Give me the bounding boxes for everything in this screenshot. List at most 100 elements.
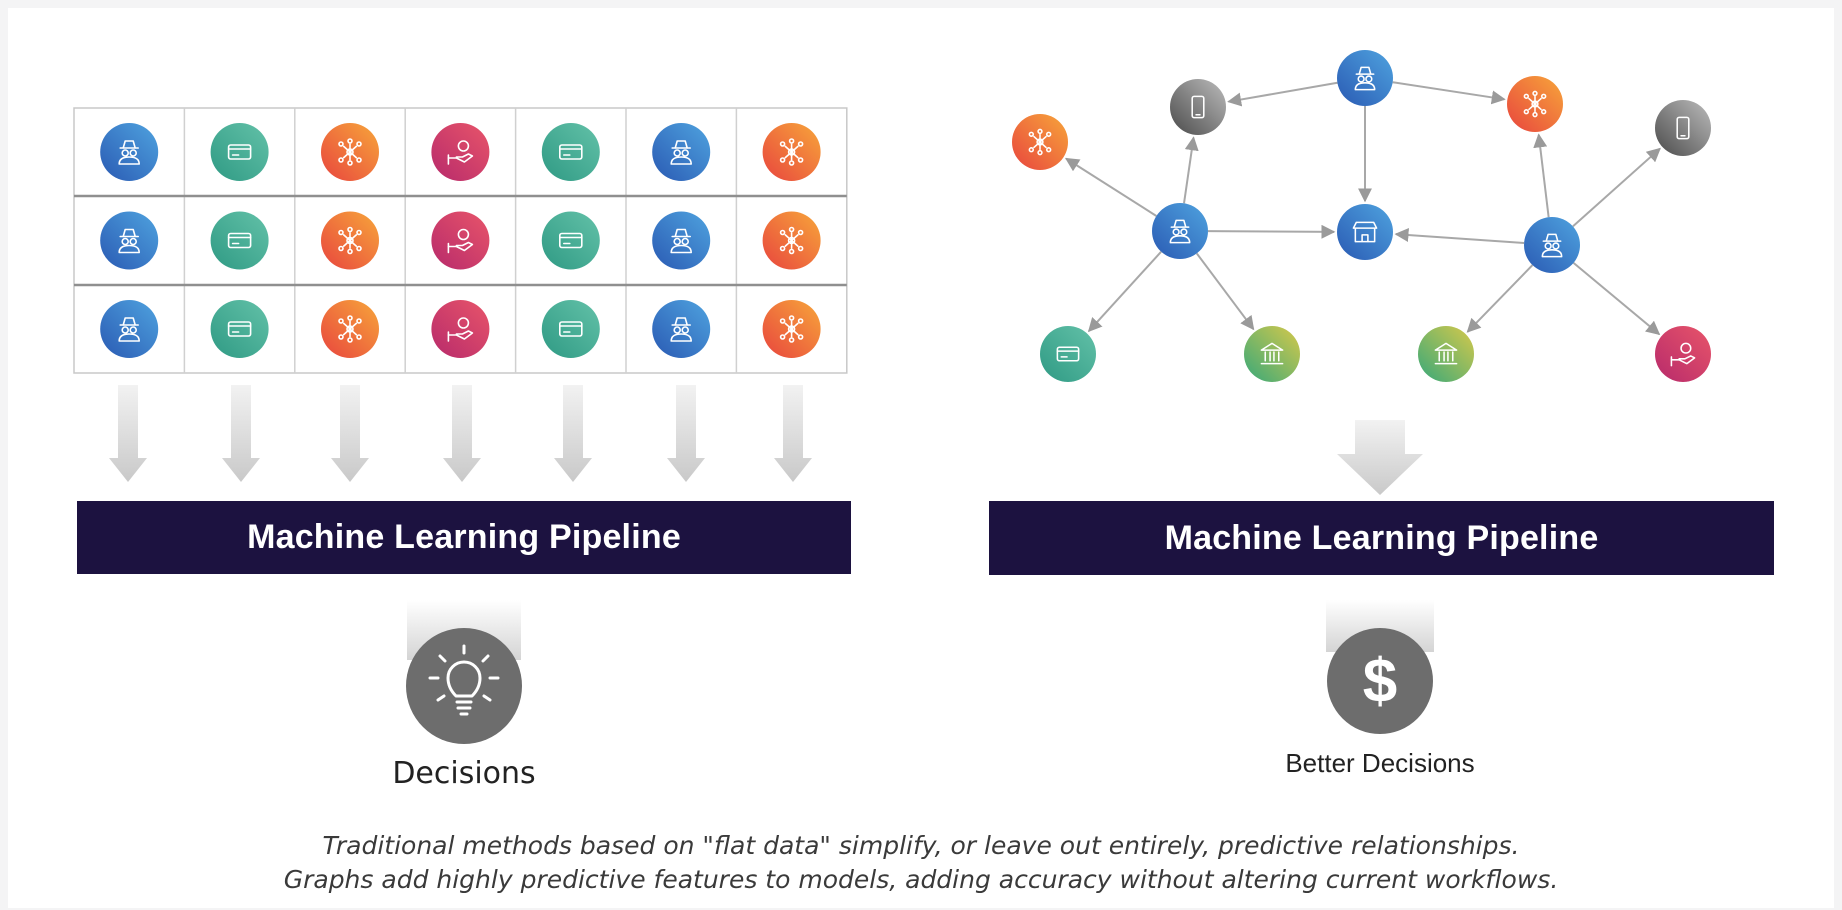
- grid-cell-network: [321, 300, 379, 358]
- graph-edge: [1087, 251, 1162, 333]
- graph-node-device-b: [1655, 100, 1711, 156]
- grid-cell-card: [210, 123, 269, 181]
- dollar-symbol: $: [1363, 647, 1397, 716]
- down-arrow: [222, 385, 260, 482]
- person-node-circle: [652, 300, 711, 358]
- card-icon: [558, 232, 583, 249]
- bank-node-circle: [1418, 326, 1474, 382]
- ml-pipeline-banner-right: Machine Learning Pipeline: [989, 501, 1774, 575]
- grid-cell-person: [652, 300, 711, 358]
- grid-cell-payment: [431, 211, 490, 270]
- person-icon: [670, 317, 693, 342]
- person-node-circle: [1152, 203, 1208, 259]
- down-arrow: [774, 385, 812, 482]
- person-icon: [1541, 233, 1563, 258]
- person-icon: [670, 228, 693, 254]
- graph-edge: [1195, 252, 1255, 331]
- dollar-icon: $: [1327, 628, 1433, 734]
- grid-cell-payment: [431, 300, 490, 358]
- down-arrow: [109, 385, 147, 482]
- network-icon: [779, 138, 804, 166]
- card-node-circle: [541, 123, 600, 181]
- graph-node-payment: [1655, 326, 1711, 382]
- card-icon: [227, 321, 252, 337]
- grid-cell-network: [321, 123, 379, 181]
- flat-data-grid: [73, 107, 848, 374]
- down-arrow: [443, 385, 481, 482]
- network-icon: [338, 226, 362, 255]
- graph-node-person-left: [1152, 203, 1208, 259]
- graph-edge: [1064, 157, 1157, 217]
- graph-edge: [1466, 264, 1534, 333]
- network-icon: [779, 226, 804, 255]
- person-icon: [118, 228, 140, 254]
- grid-cell-card: [541, 300, 600, 358]
- person-node-circle: [652, 211, 711, 270]
- network-icon: [1523, 90, 1547, 118]
- ml-pipeline-banner-left: Machine Learning Pipeline: [77, 501, 851, 574]
- graph-edge: [1227, 81, 1338, 107]
- card-node-circle: [541, 300, 600, 358]
- person-node-circle: [1337, 50, 1393, 106]
- graph-nodes: [1012, 50, 1711, 382]
- person-icon: [1169, 219, 1191, 244]
- payment-icon: [447, 228, 474, 254]
- caption-line-1: Traditional methods based on "flat data"…: [322, 831, 1520, 860]
- network-icon: [1028, 128, 1052, 156]
- grid-cell-network: [762, 123, 821, 181]
- payment-icon: [447, 317, 474, 342]
- down-arrow: [667, 385, 705, 482]
- device-node-circle: [1655, 100, 1711, 156]
- person-icon: [118, 140, 140, 165]
- grid-cell-person: [652, 211, 711, 270]
- person-node-circle: [100, 123, 159, 181]
- graph-edge: [1533, 133, 1550, 218]
- bank-icon: [1260, 342, 1284, 365]
- card-node-circle: [210, 123, 269, 181]
- network-icon: [779, 315, 804, 343]
- graph-node-bank-right: [1418, 326, 1474, 382]
- network-icon: [338, 138, 362, 166]
- graph-node-device-a: [1170, 79, 1226, 135]
- grid-cell-card: [210, 211, 269, 270]
- graph-edge: [1392, 81, 1506, 105]
- flat-data-arrows: [109, 385, 812, 482]
- graph-node-bank-left: [1244, 326, 1300, 382]
- down-arrow: [554, 385, 592, 482]
- down-arrow: [331, 385, 369, 482]
- person-node-circle: [652, 123, 711, 181]
- graph-node-person-right: [1524, 217, 1580, 273]
- grid-cell-card: [210, 300, 269, 358]
- grid-cell-card: [541, 123, 600, 181]
- big-down-arrow: [1337, 420, 1423, 495]
- grid-cell-person: [100, 300, 159, 358]
- graph-node-network-left: [1012, 114, 1068, 170]
- outcome-icons: $: [406, 600, 1434, 744]
- graph-edge: [1207, 224, 1336, 239]
- card-icon: [558, 144, 583, 160]
- device-node-circle: [1170, 79, 1226, 135]
- device-icon: [1676, 116, 1690, 140]
- graph-arrow: [1337, 420, 1423, 495]
- graph-node-store: [1337, 204, 1393, 260]
- payment-node-circle: [431, 300, 490, 358]
- grid-cell-payment: [431, 123, 490, 181]
- better-decisions-label: Better Decisions: [1285, 748, 1475, 778]
- payment-node-circle: [431, 211, 490, 270]
- card-node-circle: [541, 211, 600, 270]
- graph-edge: [1183, 136, 1199, 204]
- card-icon: [227, 232, 252, 249]
- person-node-circle: [100, 300, 159, 358]
- card-node-circle: [1040, 326, 1096, 382]
- card-icon: [1056, 346, 1080, 362]
- card-icon: [558, 321, 583, 337]
- graph-node-card: [1040, 326, 1096, 382]
- card-icon: [227, 144, 252, 160]
- graph-edge: [1394, 228, 1525, 245]
- network-icon: [338, 315, 362, 343]
- store-node-circle: [1337, 204, 1393, 260]
- ml-pipeline-label-right: Machine Learning Pipeline: [1164, 518, 1599, 557]
- grid-cell-person: [100, 123, 159, 181]
- grid-cell-person: [100, 211, 159, 270]
